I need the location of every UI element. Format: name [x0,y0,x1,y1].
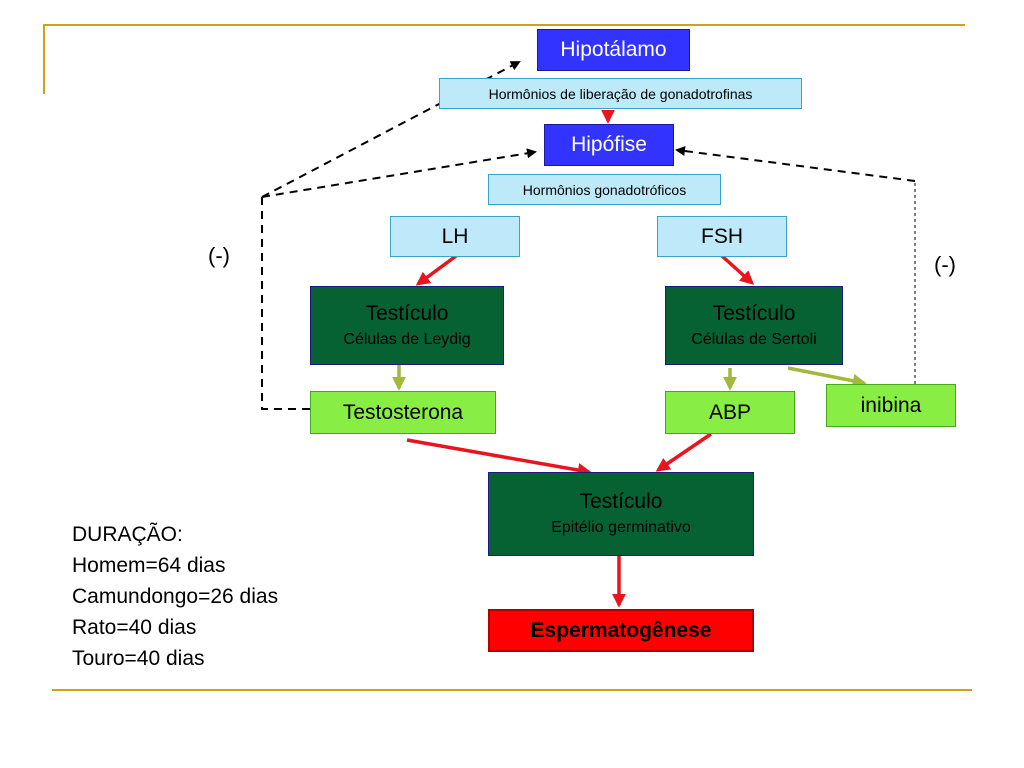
bottom-rule [52,689,972,691]
hipofise-label: Hipófise [571,133,647,156]
espermatogenese-label: Espermatogênese [530,618,712,642]
top-rule [43,24,965,26]
testosterona-label: Testosterona [342,400,464,424]
duracao-heading: DURAÇÃO: [72,523,183,546]
secretion-arrows [392,363,867,391]
inibina-box: inibina [826,384,956,427]
testiculo-epitelio-subtitle: Epitélio germinativo [551,519,691,536]
espermatogenese-box: Espermatogênese [488,609,754,652]
feedback-right-loop [675,146,916,384]
testiculo-sertoli-box: Testículo Células de Sertoli [665,286,843,365]
inibina-label: inibina [860,393,922,417]
fsh-box: FSH [657,216,787,257]
hipotalamo-box: Hipotálamo [537,29,690,71]
duracao-line-rato: Rato=40 dias [72,616,197,639]
left-rule [43,24,45,94]
feedback-right-label: (-) [934,252,956,277]
liberacao-label-box: Hormônios de liberação de gonadotrofinas [439,78,802,109]
testiculo-epitelio-box: Testículo Epitélio germinativo [488,472,754,556]
abp-box: ABP [665,391,795,434]
duracao-line-camundongo: Camundongo=26 dias [72,585,279,608]
hipotalamo-label: Hipotálamo [560,38,667,61]
duracao-line-touro: Touro=40 dias [72,647,205,670]
stimulation-arrows [406,109,755,608]
testosterona-box: Testosterona [310,391,496,434]
fsh-label: FSH [701,224,743,248]
testiculo-leydig-subtitle: Células de Leydig [343,330,471,348]
hipofise-box: Hipófise [544,124,674,166]
testiculo-sertoli-title: Testículo [712,301,796,325]
lh-box: LH [390,216,520,257]
testiculo-sertoli-subtitle: Células de Sertoli [691,330,817,348]
abp-label: ABP [708,400,752,424]
duracao-block: DURAÇÃO: Homem=64 dias Camundongo=26 dia… [72,519,278,674]
duracao-line-homem: Homem=64 dias [72,554,226,577]
liberacao-label: Hormônios de liberação de gonadotrofinas [488,85,753,102]
gonadotroficos-label-box: Hormônios gonadotróficos [488,174,721,205]
gonadotroficos-label: Hormônios gonadotróficos [522,181,687,198]
testiculo-leydig-title: Testículo [365,301,449,325]
feedback-left-label: (-) [208,243,230,268]
lh-label: LH [441,224,469,248]
testiculo-leydig-box: Testículo Células de Leydig [310,286,504,365]
testiculo-epitelio-title: Testículo [579,490,663,513]
